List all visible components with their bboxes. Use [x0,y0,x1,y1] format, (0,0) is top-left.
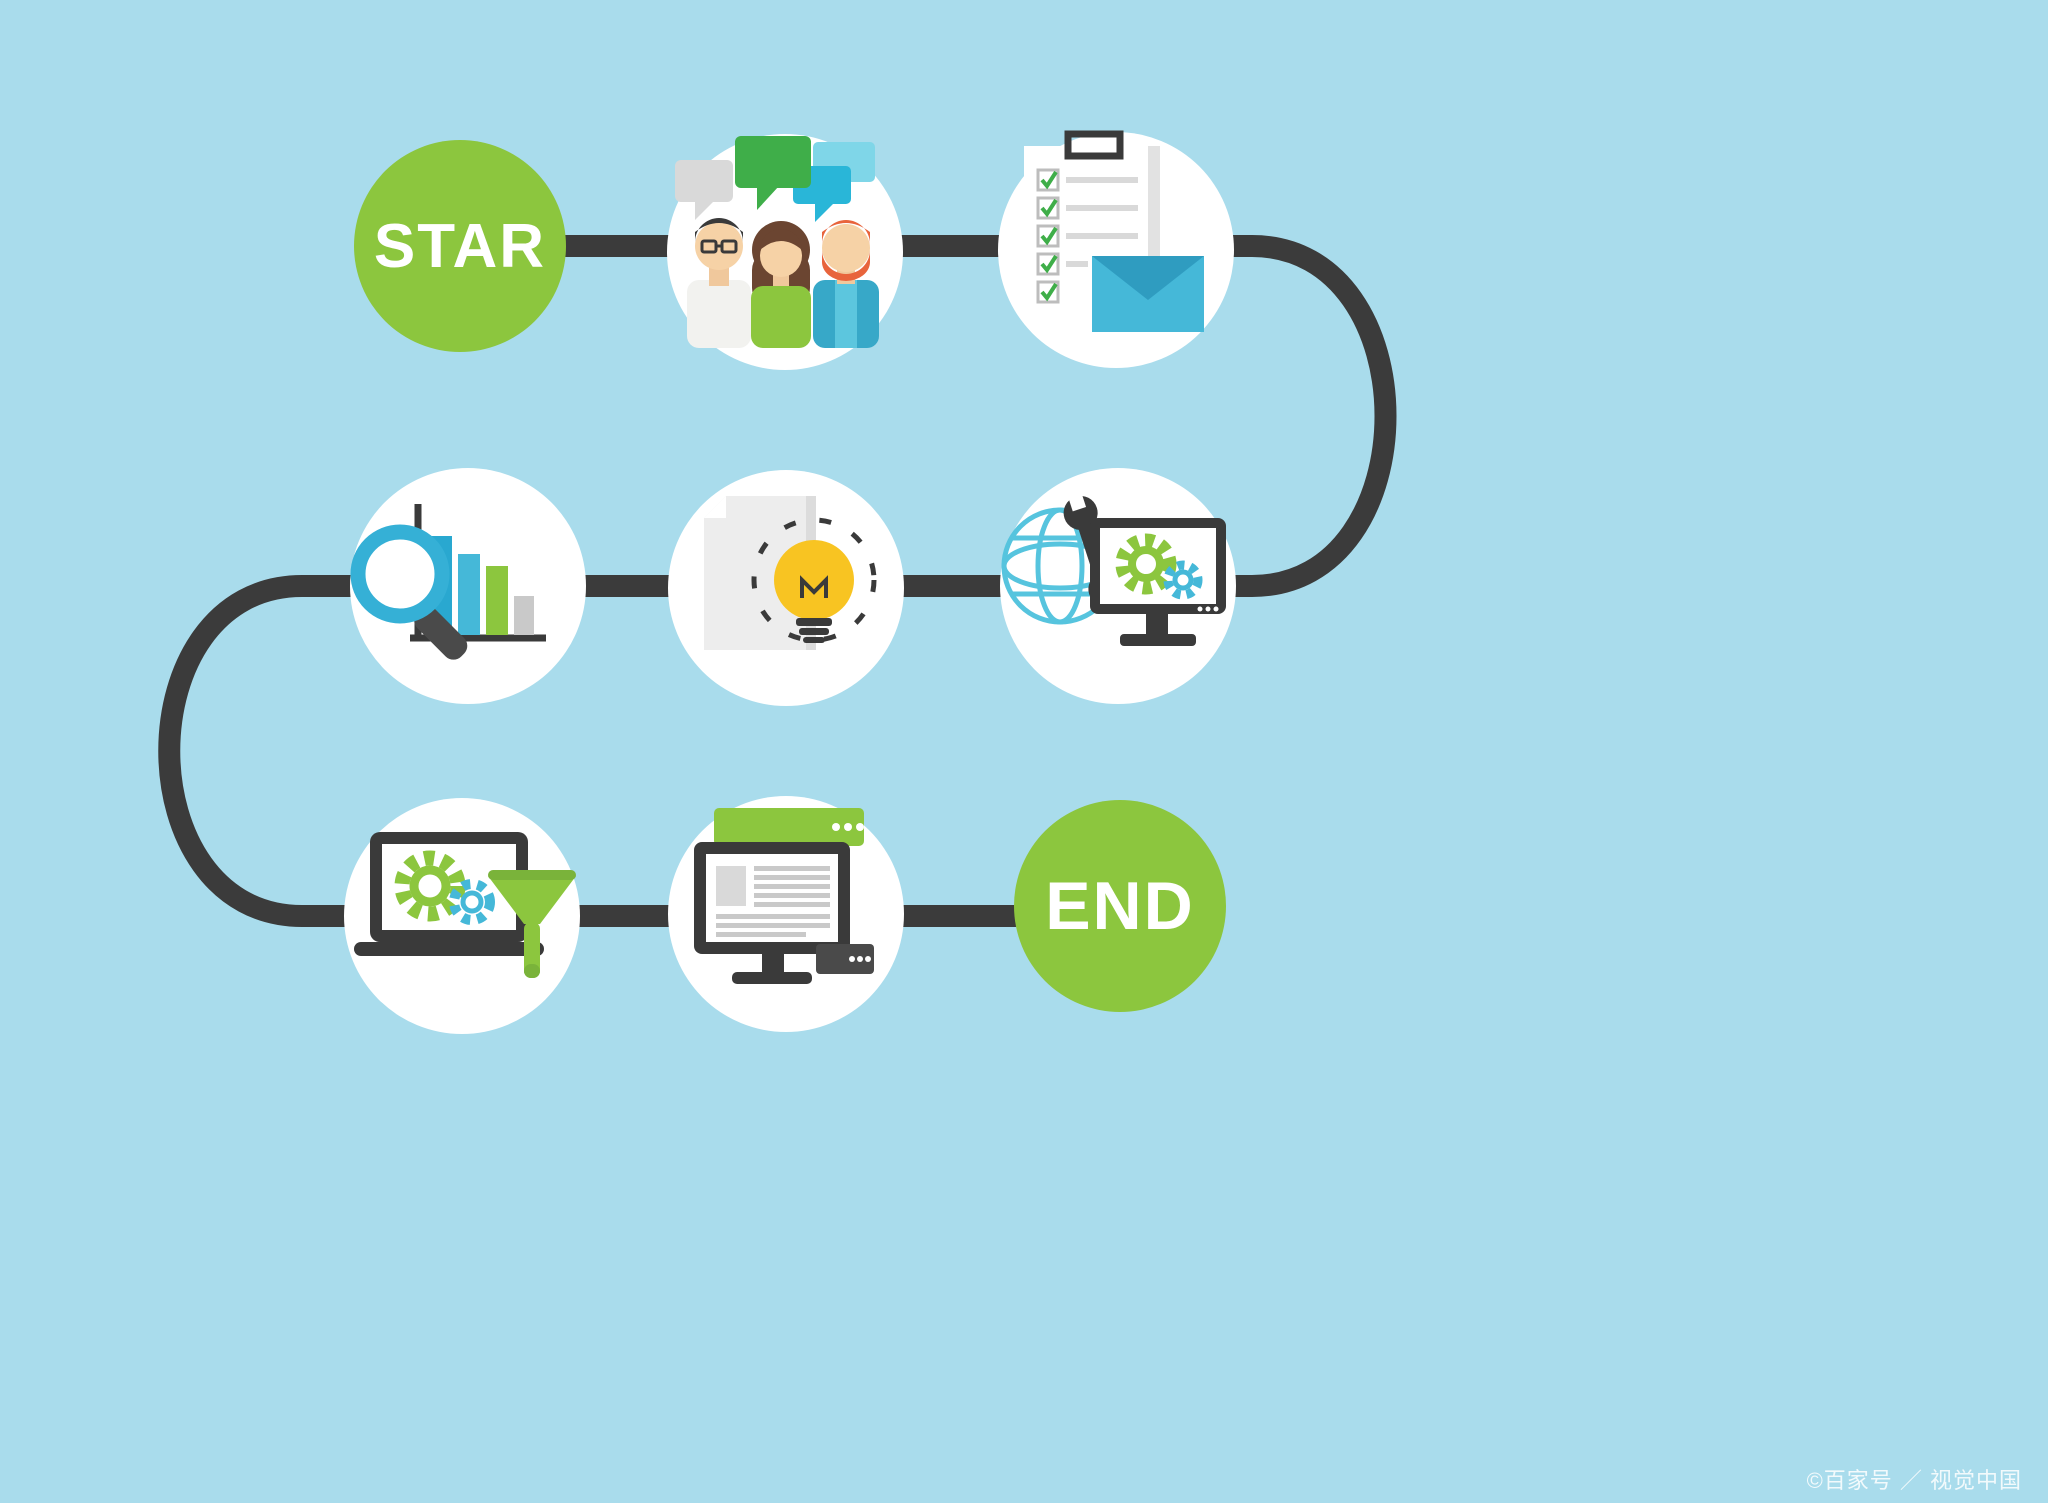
person-left [687,218,751,348]
people-chat-icon [675,136,879,348]
magnifier-bar-chart-icon [350,504,546,660]
lightbulb-icon [751,517,877,643]
monitor-webpage-icon [694,808,874,984]
browser-bar [714,808,864,846]
end-node-label: END [1045,868,1195,944]
person-middle [751,221,811,348]
clipboard-checklist-envelope-icon [1024,130,1204,332]
watermark: ©百家号 ／ 视觉中国 [1806,1468,2022,1493]
gear-icon [1163,560,1203,600]
document-lightbulb-icon [704,496,877,650]
monitor-icon [694,842,850,984]
end-node: END [1014,800,1226,1012]
laptop-gears-funnel-icon [354,832,576,978]
speech-bubbles [675,136,875,222]
funnel-icon [488,870,576,978]
start-node: STAR [354,140,566,352]
laptop-gears [354,832,544,956]
globe-wrench-monitor-gears-icon [1001,492,1226,646]
console-panel [816,944,874,974]
envelope-icon [1092,256,1204,332]
start-node-label: STAR [373,211,547,281]
clipboard-clip [1064,130,1124,160]
magnifier-icon [350,524,468,660]
checklist-rows [1036,168,1138,304]
gear-icon [394,850,466,922]
person-right [813,220,879,348]
gear-icon [449,879,495,925]
gear-icon [1115,533,1177,595]
monitor-gears [1090,518,1226,646]
